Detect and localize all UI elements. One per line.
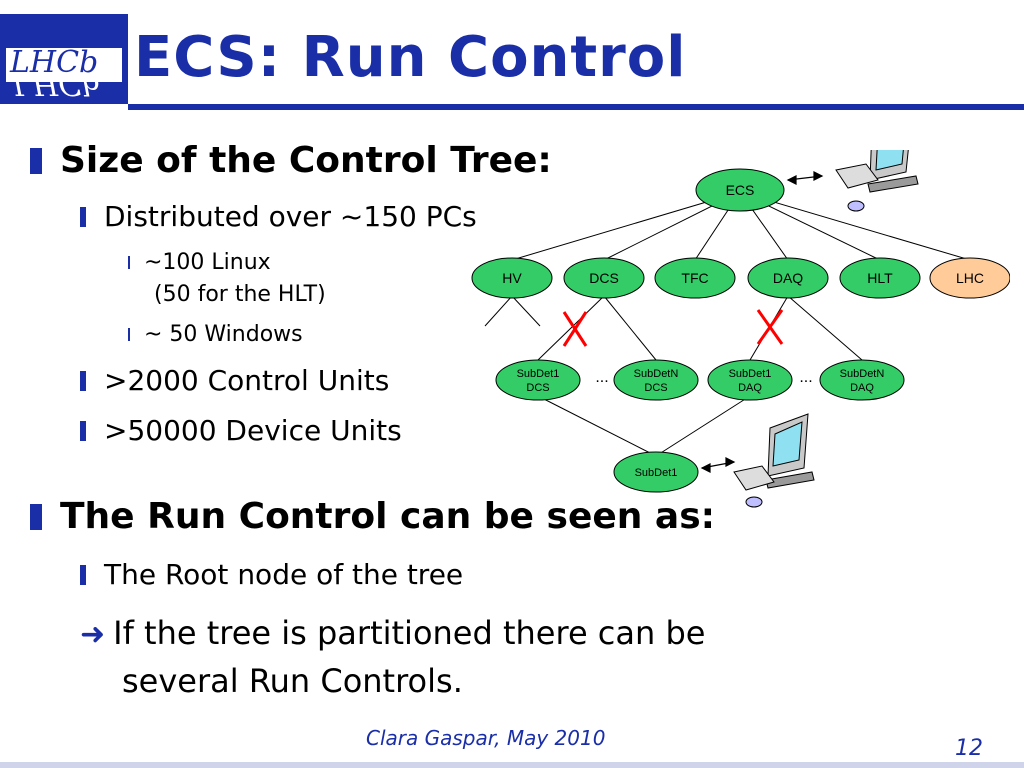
double-arrow-icon — [700, 457, 736, 473]
bullet-text: The Run Control can be seen as: — [60, 496, 716, 537]
control-tree-diagram: ECS HV DCS TFC DAQ HLT LHC SubDet1 DCS .… — [471, 150, 1010, 508]
bullet-bar-icon — [80, 565, 86, 585]
svg-text:LHCb: LHCb — [11, 66, 100, 101]
bullet-bar-icon — [80, 421, 86, 441]
bullet-control-units: >2000 Control Units — [80, 364, 389, 397]
tree-node-label: HV — [502, 270, 522, 286]
bullet-text: several Run Controls. — [122, 662, 463, 700]
tree-node-subdet1-dcs: SubDet1 DCS — [495, 359, 581, 401]
computer-icon — [835, 150, 919, 212]
bullet-text: ~ 50 Windows — [144, 322, 303, 347]
tree-node-label: DAQ — [850, 382, 874, 394]
tree-node-label: ECS — [726, 182, 755, 198]
tree-node-dcs: DCS — [563, 257, 645, 299]
bullet-windows: ~ 50 Windows — [128, 322, 303, 347]
svg-text:LHCb: LHCb — [9, 45, 98, 80]
bullet-linux-hlt: (50 for the HLT) — [154, 282, 326, 307]
ellipsis-text: ... — [799, 369, 812, 386]
footer-rule — [0, 762, 1024, 768]
tree-node-label: SubDet1 — [635, 467, 678, 479]
bullet-line-icon — [128, 328, 130, 341]
tree-node-label: SubDetN — [634, 368, 679, 380]
bullet-square-icon — [30, 504, 42, 530]
ellipsis-text: ... — [595, 369, 608, 386]
bullet-text: If the tree is partitioned there can be — [113, 614, 706, 652]
bullet-distributed-pcs: Distributed over ~150 PCs — [80, 200, 477, 233]
bullet-control-tree-size: Size of the Control Tree: — [30, 140, 552, 181]
bullet-square-icon — [30, 148, 42, 174]
footer-author: Clara Gaspar, May 2010 — [366, 726, 606, 750]
bullet-device-units: >50000 Device Units — [80, 414, 402, 447]
bullet-text: ~100 Linux — [144, 250, 271, 275]
bullet-bar-icon — [80, 207, 86, 227]
bullet-run-control-seen-as: The Run Control can be seen as: — [30, 496, 715, 537]
bullet-bar-icon — [80, 371, 86, 391]
bullet-text: (50 for the HLT) — [154, 282, 326, 307]
computer-icon — [733, 413, 815, 508]
tree-node-subdet1-leaf: SubDet1 — [613, 451, 699, 493]
tree-node-label: DAQ — [773, 270, 803, 286]
title-underline — [128, 104, 1024, 110]
tree-node-tfc: TFC — [654, 257, 736, 299]
tree-node-label: TFC — [681, 270, 708, 286]
tree-node-hv: HV — [471, 257, 553, 299]
tree-node-label: DCS — [526, 382, 549, 394]
bullet-partitioned-cont: several Run Controls. — [122, 662, 463, 700]
partition-cut-mark — [562, 311, 588, 347]
bullet-text: >2000 Control Units — [104, 364, 390, 397]
tree-node-lhc: LHC — [929, 257, 1010, 299]
double-arrow-icon — [786, 171, 824, 185]
tree-node-label: DCS — [644, 382, 667, 394]
bullet-root-node: The Root node of the tree — [80, 558, 463, 591]
bullet-text: >50000 Device Units — [104, 414, 402, 447]
tree-node-ecs: ECS — [695, 168, 785, 212]
slide-title: ECS: Run Control — [134, 25, 687, 90]
tree-node-label: HLT — [867, 270, 893, 286]
tree-node-label: DCS — [589, 270, 619, 286]
page-number: 12 — [955, 736, 983, 761]
tree-node-label: SubDet1 — [517, 368, 560, 380]
bullet-linux: ~100 Linux — [128, 250, 271, 275]
tree-node-label: SubDet1 — [729, 368, 772, 380]
tree-node-daq: DAQ — [747, 257, 829, 299]
tree-node-subdet1-daq: SubDet1 DAQ — [707, 359, 793, 401]
tree-node-label: LHC — [956, 270, 984, 286]
bullet-text: Distributed over ~150 PCs — [104, 200, 477, 233]
tree-node-subdetn-daq: SubDetN DAQ — [819, 359, 905, 401]
tree-node-label: SubDetN — [840, 368, 885, 380]
tree-node-hlt: HLT — [839, 257, 921, 299]
partition-cut-mark — [756, 309, 784, 345]
bullet-partitioned: ➜If the tree is partitioned there can be — [80, 614, 705, 652]
bullet-text: Size of the Control Tree: — [60, 140, 552, 181]
bullet-line-icon — [128, 256, 130, 269]
bullet-text: The Root node of the tree — [104, 558, 464, 591]
tree-node-subdetn-dcs: SubDetN DCS — [613, 359, 699, 401]
right-arrow-icon: ➜ — [80, 617, 106, 652]
tree-node-label: DAQ — [738, 382, 762, 394]
lhcb-logo: LHCb LHCb — [0, 14, 128, 104]
